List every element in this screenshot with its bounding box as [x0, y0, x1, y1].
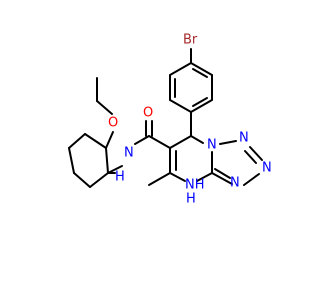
bond: [190, 135, 204, 144]
bond: [190, 62, 213, 76]
atom-n-amide: N: [124, 146, 134, 161]
double-bond-inner: [192, 68, 208, 78]
bromophenyl-ring: [169, 48, 213, 113]
atom-n-ring-d: N: [230, 176, 240, 191]
bond: [196, 172, 213, 182]
bond: [84, 133, 107, 149]
triazole-ring: [211, 140, 263, 186]
atom-nh-ring-h: H: [186, 192, 196, 207]
amide-n-to-ring: [107, 165, 123, 174]
atom-o-carbonyl: O: [143, 106, 153, 121]
bond: [89, 172, 109, 188]
amide-bond: [134, 135, 150, 145]
double-bond-inner: [192, 97, 208, 107]
bond: [249, 146, 263, 161]
ethoxyphenyl-ring: [68, 133, 109, 188]
bond: [219, 140, 237, 145]
pyrimidine-ring: [169, 111, 213, 182]
bond-to-carbonyl: [148, 135, 171, 149]
bond: [169, 172, 186, 182]
bond: [211, 172, 233, 185]
double-bond-inner: [214, 168, 231, 179]
atom-nh-ring: NH: [185, 178, 205, 193]
molecule-structure-diagram: Br O O N H N N N N NH H: [68, 33, 272, 207]
bond: [169, 62, 192, 76]
atom-n-ring-a: N: [207, 138, 217, 153]
bond: [105, 147, 109, 174]
bond: [73, 172, 91, 188]
atom-n-ring-b: N: [239, 131, 249, 146]
bond: [68, 133, 86, 149]
bond: [243, 173, 260, 186]
atom-br: Br: [183, 33, 198, 48]
bond: [190, 99, 213, 113]
methyl-bond: [148, 172, 171, 186]
ether-bond: [105, 131, 114, 149]
bond: [68, 147, 75, 174]
bond: [169, 135, 192, 149]
bond: [169, 99, 192, 113]
atom-n-ring-c: N: [262, 161, 272, 176]
double-bond-inner: [244, 150, 257, 164]
atom-h-amide: H: [115, 170, 125, 185]
atom-o-ether: O: [108, 116, 118, 131]
ethyl-bond: [96, 100, 113, 115]
